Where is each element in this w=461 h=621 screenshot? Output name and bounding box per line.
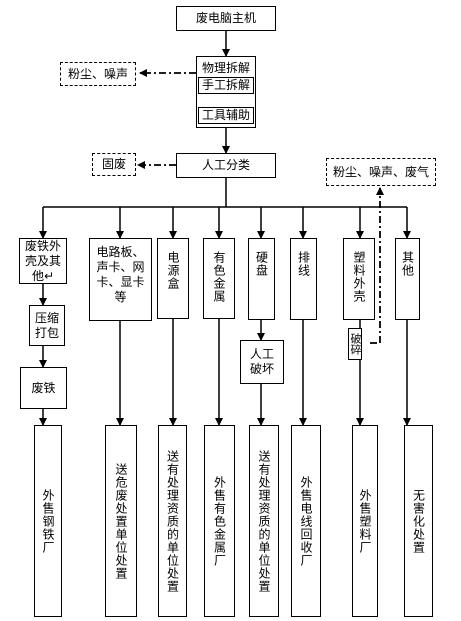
dust-noise-box: 粉尘、噪声 xyxy=(60,62,136,86)
hazardous-waste-unit-label: 送危废处置单位处置 xyxy=(114,462,128,580)
solid-waste-box: 固废 xyxy=(92,153,136,176)
scrap-iron-box: 废铁 xyxy=(20,367,67,409)
circuit-boards-box: 电路板、声卡、网卡、显卡等 xyxy=(89,238,152,321)
hard-disk-label: 硬盘 xyxy=(254,251,269,277)
dust-noise-label: 粉尘、噪声 xyxy=(67,66,128,81)
sell-nonferrous-plant-label: 外售有色金属厂 xyxy=(212,475,227,567)
sell-steel-plant-label: 外售钢铁厂 xyxy=(41,488,55,554)
crush-box: 破碎 xyxy=(348,328,362,360)
others-box: 其他 xyxy=(395,238,420,320)
harmless-treatment-box: 无害化处置 xyxy=(404,425,433,617)
manual-sorting-box: 人工分类 xyxy=(176,153,276,178)
compress-pack-label: 压缩打包 xyxy=(34,310,59,340)
hazardous-waste-unit-box: 送危废处置单位处置 xyxy=(105,425,137,617)
nonferrous-metal-box: 有色金属 xyxy=(203,238,235,319)
manual-dismantle-label: 手工拆解 xyxy=(197,77,254,94)
waste-computer-host-label: 废电脑主机 xyxy=(195,11,256,25)
physical-disassembly-box: 物理拆解 手工拆解 工具辅助 xyxy=(196,56,256,128)
waste-computer-host-box: 废电脑主机 xyxy=(176,6,276,31)
manual-destroy-label: 人工破坏 xyxy=(249,347,274,376)
cables-box: 排线 xyxy=(290,238,317,320)
sell-cable-recycling-box: 外售电线回收厂 xyxy=(291,425,321,617)
qualified-unit-disk-label: 送有处理资质的单位处置 xyxy=(257,449,271,593)
hard-disk-box: 硬盘 xyxy=(248,238,275,320)
power-supply-box: 电源盒 xyxy=(157,238,189,319)
sell-nonferrous-plant-box: 外售有色金属厂 xyxy=(204,425,235,617)
physical-disassembly-label: 物理拆解 xyxy=(201,61,250,75)
iron-casing-label: 废铁外壳及其他↵ xyxy=(24,238,61,283)
solid-waste-label: 固废 xyxy=(101,157,126,171)
manual-sorting-label: 人工分类 xyxy=(201,158,250,172)
plastic-casing-box: 塑料外壳 xyxy=(343,238,375,320)
dust-noise-gas-box: 粉尘、噪声、废气 xyxy=(326,158,436,186)
plastic-casing-label: 塑料外壳 xyxy=(352,251,366,303)
manual-destroy-box: 人工破坏 xyxy=(240,340,284,384)
compress-pack-box: 压缩打包 xyxy=(29,305,65,346)
scrap-iron-label: 废铁 xyxy=(31,380,56,395)
sell-cable-recycling-label: 外售电线回收厂 xyxy=(299,475,313,567)
tool-assist-label: 工具辅助 xyxy=(197,107,254,124)
crush-label: 破碎 xyxy=(349,333,362,355)
sell-plastic-plant-box: 外售塑料厂 xyxy=(352,425,378,617)
sell-steel-plant-box: 外售钢铁厂 xyxy=(34,425,62,617)
sell-plastic-plant-label: 外售塑料厂 xyxy=(358,488,372,554)
circuit-boards-label: 电路板、声卡、网卡、显卡等 xyxy=(96,245,145,304)
nonferrous-metal-label: 有色金属 xyxy=(212,251,226,303)
power-supply-label: 电源盒 xyxy=(166,251,180,290)
qualified-unit-power-label: 送有处理资质的单位处置 xyxy=(165,449,180,593)
others-label: 其他 xyxy=(400,251,415,277)
qualified-unit-power-box: 送有处理资质的单位处置 xyxy=(158,425,187,617)
cables-label: 排线 xyxy=(296,251,311,277)
qualified-unit-disk-box: 送有处理资质的单位处置 xyxy=(249,425,279,617)
iron-casing-box: 废铁外壳及其他↵ xyxy=(19,238,67,284)
harmless-treatment-label: 无害化处置 xyxy=(411,488,426,554)
dust-noise-gas-label: 粉尘、噪声、废气 xyxy=(332,164,429,179)
